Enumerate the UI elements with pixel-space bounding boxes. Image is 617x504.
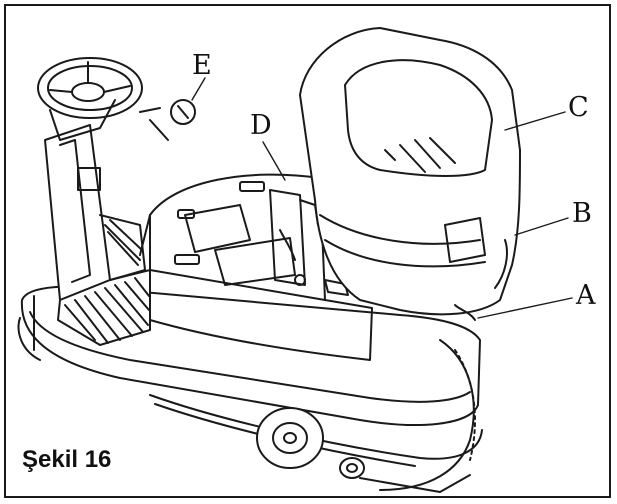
- callout-a: A: [576, 280, 596, 311]
- callout-c: C: [568, 92, 589, 123]
- floor-mat: [57, 214, 151, 346]
- seat: [299, 27, 521, 321]
- callout-b: B: [572, 198, 592, 229]
- rear-wheel: [339, 457, 365, 479]
- callout-d: D: [250, 110, 272, 141]
- front-wheel: [256, 407, 324, 469]
- figure-caption: Şekil 16: [22, 446, 112, 473]
- leader-lines: [191, 77, 573, 319]
- recovery-tank-body: [139, 173, 373, 361]
- steering-column: [37, 57, 143, 301]
- callout-e: E: [192, 50, 212, 81]
- key-switch-detail: [139, 99, 196, 141]
